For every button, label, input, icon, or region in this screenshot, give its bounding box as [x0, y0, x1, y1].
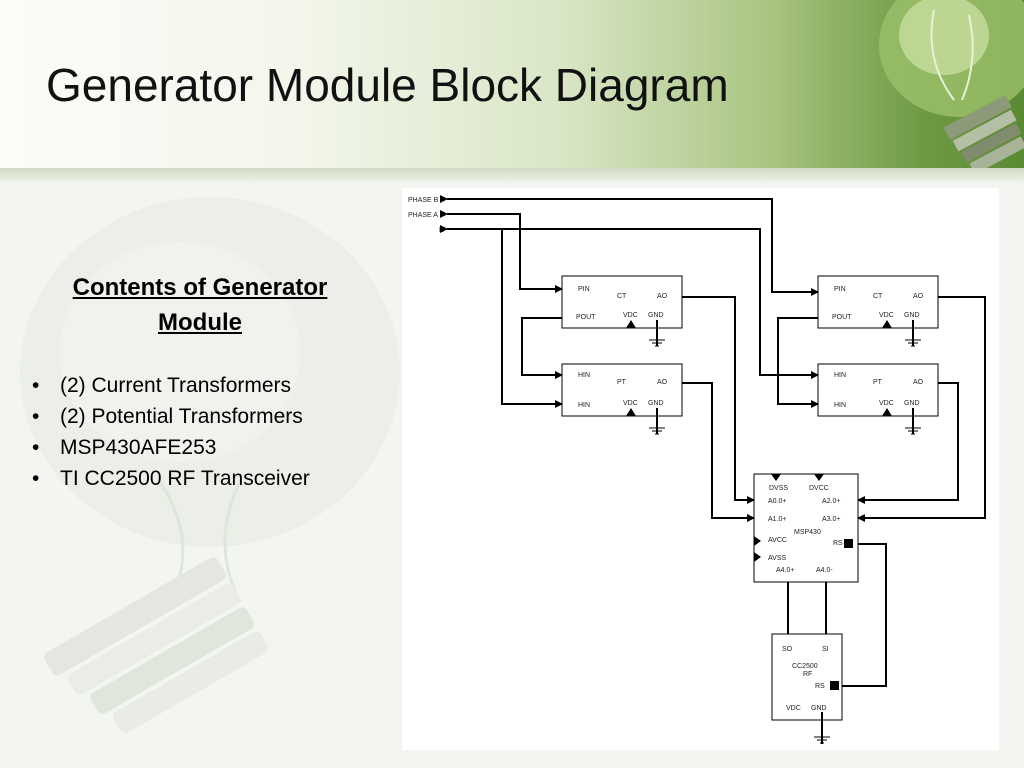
svg-text:A4.0-: A4.0-	[816, 567, 833, 574]
wire-ct1-a00	[682, 296, 755, 504]
phase-a-label: PHASE A	[408, 212, 438, 219]
svg-text:POUT: POUT	[832, 314, 852, 321]
svg-text:RS: RS	[833, 540, 843, 547]
svg-text:A2.0+: A2.0+	[822, 498, 841, 505]
svg-text:CT: CT	[873, 293, 883, 300]
header-banner	[0, 0, 1024, 168]
wire-phase-a	[440, 210, 563, 293]
svg-text:PIN: PIN	[834, 286, 846, 293]
phase-b-label: PHASE B	[408, 197, 439, 204]
svg-text:CC2500: CC2500	[792, 663, 818, 670]
wire-n-pt1	[501, 229, 563, 408]
svg-text:VDC: VDC	[879, 312, 894, 319]
wire-pt2-a20	[857, 382, 959, 504]
svg-text:VDC: VDC	[623, 312, 638, 319]
svg-text:AVCC: AVCC	[768, 537, 787, 544]
svg-text:SI: SI	[822, 646, 829, 653]
pt-block: HIN PT AO HIN VDC GND	[817, 363, 939, 435]
svg-text:AO: AO	[913, 293, 924, 300]
svg-text:DVCC: DVCC	[809, 485, 829, 492]
wire-pout2-pt2	[777, 314, 825, 408]
svg-text:GND: GND	[648, 312, 664, 319]
svg-text:VDC: VDC	[786, 705, 801, 712]
svg-text:AO: AO	[657, 379, 668, 386]
svg-text:POUT: POUT	[576, 314, 596, 321]
msp430-block: DVSS DVCC A0.0+ A2.0+ A1.0+ A3.0+ MSP430…	[753, 473, 859, 583]
ct-block: PIN CT AO POUT VDC GND	[817, 275, 939, 347]
svg-text:AO: AO	[657, 293, 668, 300]
svg-text:A4.0+: A4.0+	[776, 567, 795, 574]
svg-text:RF: RF	[803, 671, 812, 678]
svg-text:A0.0+: A0.0+	[768, 498, 787, 505]
svg-text:VDC: VDC	[879, 400, 894, 407]
list-item: TI CC2500 RF Transceiver	[32, 463, 310, 494]
wire-rs	[838, 543, 887, 687]
list-item: (2) Potential Transformers	[32, 401, 310, 432]
svg-text:SO: SO	[782, 646, 793, 653]
svg-text:HIN: HIN	[578, 372, 590, 379]
svg-text:AVSS: AVSS	[768, 555, 786, 562]
neutral-label: N	[439, 227, 444, 234]
svg-text:PT: PT	[617, 379, 627, 386]
svg-text:A3.0+: A3.0+	[822, 516, 841, 523]
contents-list: (2) Current Transformers (2) Potential T…	[32, 370, 310, 494]
svg-text:HIN: HIN	[834, 372, 846, 379]
list-item: (2) Current Transformers	[32, 370, 310, 401]
svg-text:AO: AO	[913, 379, 924, 386]
svg-text:GND: GND	[904, 400, 920, 407]
svg-text:PIN: PIN	[578, 286, 590, 293]
header-band	[0, 168, 1024, 182]
svg-text:GND: GND	[811, 705, 827, 712]
svg-text:MSP430: MSP430	[794, 529, 821, 536]
svg-text:HIN: HIN	[578, 402, 590, 409]
wire-pt1-a10	[682, 382, 755, 522]
svg-text:VDC: VDC	[623, 400, 638, 407]
sidebar-heading: Contents of Generator Module	[72, 274, 328, 336]
slide-title: Generator Module Block Diagram	[46, 59, 729, 111]
svg-text:A1.0+: A1.0+	[768, 516, 787, 523]
svg-text:GND: GND	[904, 312, 920, 319]
lightbulb-icon	[879, 0, 1024, 168]
list-item: MSP430AFE253	[32, 432, 310, 463]
cc2500-block: SO SI CC2500 RF RS VDC GND	[771, 633, 843, 744]
ct-block: PIN CT AO POUT VDC GND	[561, 275, 683, 347]
svg-text:DVSS: DVSS	[769, 485, 788, 492]
svg-text:CT: CT	[617, 293, 627, 300]
svg-text:GND: GND	[648, 400, 664, 407]
pt-block: HIN PT AO HIN VDC GND	[561, 363, 683, 435]
wire-pout1-pt1	[521, 314, 569, 379]
wire-ct2-a30	[857, 296, 986, 522]
svg-text:HIN: HIN	[834, 402, 846, 409]
wire-neutral	[440, 225, 819, 379]
block-diagram: PHASE B PHASE A N PIN CT AO POUT VDC GND…	[402, 188, 999, 750]
svg-text:PT: PT	[873, 379, 883, 386]
svg-text:RS: RS	[815, 683, 825, 690]
